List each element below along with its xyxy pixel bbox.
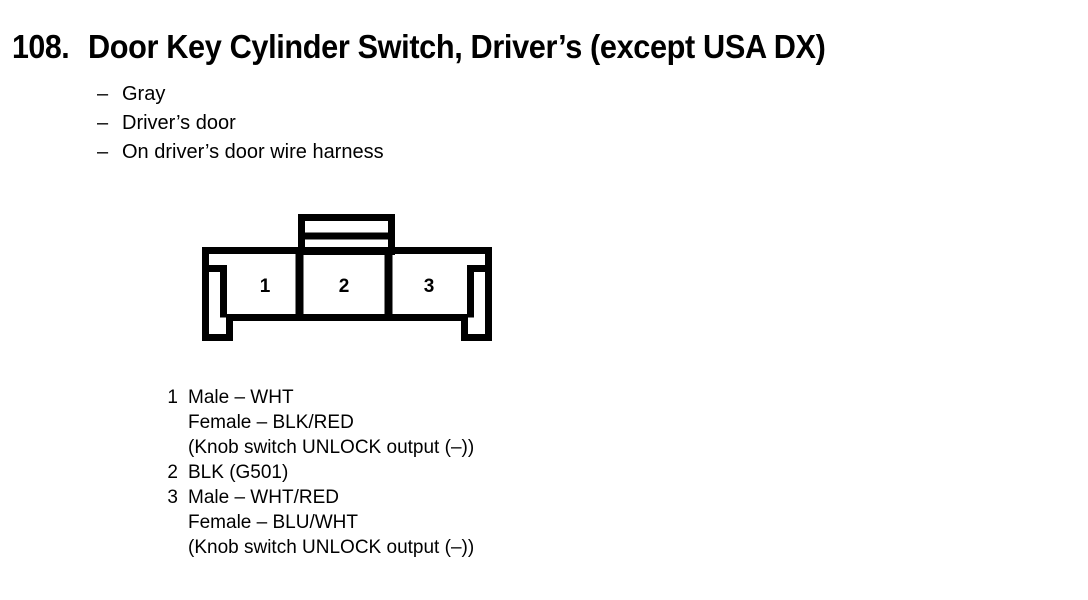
- terminal-line: BLK (G501): [188, 462, 289, 483]
- attribute-label: Gray: [122, 83, 166, 105]
- dash-bullet-icon: –: [97, 83, 109, 105]
- terminal-line: Male – WHT: [188, 387, 294, 408]
- terminal-number: 3: [167, 487, 178, 508]
- terminal-description: BLK (G501): [188, 460, 288, 485]
- connector-left-shoulder: [205, 265, 227, 318]
- connector-diagram: 1 2 3: [190, 205, 510, 350]
- terminal-line: Female – BLK/RED: [188, 412, 354, 433]
- connector-cavity-number-2: 2: [339, 276, 350, 297]
- terminal-line: Male – WHT/RED: [188, 487, 339, 508]
- attribute-label: Driver’s door: [122, 112, 236, 134]
- dash-bullet-icon: –: [97, 141, 109, 163]
- connector-body-outline: [202, 247, 492, 341]
- list-item: – On driver’s door wire harness: [97, 138, 597, 167]
- dash-bullet-icon: –: [97, 112, 109, 134]
- connector-cavity-number-3: 3: [424, 276, 435, 297]
- attribute-label: On driver’s door wire harness: [122, 141, 384, 163]
- list-item: – Gray: [97, 80, 597, 109]
- terminal-description: Male – WHT Female – BLK/RED (Knob switch…: [188, 385, 474, 460]
- connector-cavity-number-1: 1: [260, 276, 271, 297]
- terminal-row: 1 Male – WHT Female – BLK/RED (Knob swit…: [152, 385, 752, 460]
- terminal-row: 2 BLK (G501): [152, 460, 752, 485]
- connector-right-shoulder: [467, 265, 489, 318]
- page-title: 108. Door Key Cylinder Switch, Driver’s …: [12, 28, 1082, 70]
- connector-attribute-list: – Gray – Driver’s door – On driver’s doo…: [97, 80, 597, 167]
- terminal-legend: 1 Male – WHT Female – BLK/RED (Knob swit…: [152, 385, 752, 560]
- terminal-line: (Knob switch UNLOCK output (–)): [188, 437, 475, 458]
- terminal-description: Male – WHT/RED Female – BLU/WHT (Knob sw…: [188, 485, 474, 560]
- terminal-line: (Knob switch UNLOCK output (–)): [188, 537, 475, 558]
- page-title-number: 108.: [12, 28, 70, 65]
- list-item: – Driver’s door: [97, 109, 597, 138]
- terminal-number: 2: [167, 462, 178, 483]
- terminal-row: 3 Male – WHT/RED Female – BLU/WHT (Knob …: [152, 485, 752, 560]
- page-title-text: Door Key Cylinder Switch, Driver’s (exce…: [88, 28, 826, 65]
- terminal-number: 1: [167, 387, 178, 408]
- terminal-line: Female – BLU/WHT: [188, 512, 358, 533]
